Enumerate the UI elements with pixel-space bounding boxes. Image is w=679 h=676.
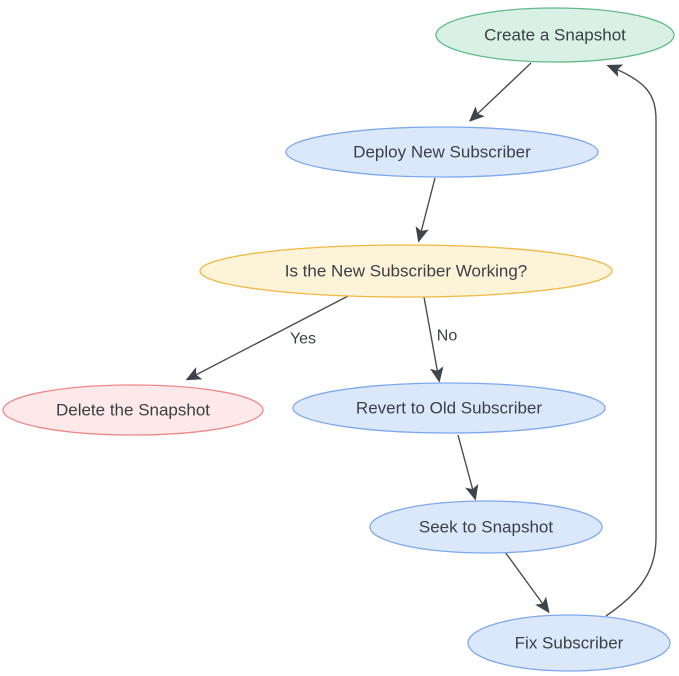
edge-fix-to-create (605, 64, 657, 617)
node-deploy-new-subscriber-label: Deploy New Subscriber (353, 143, 531, 162)
edge-labels: Yes No (290, 328, 457, 348)
node-seek-to-snapshot-label: Seek to Snapshot (419, 518, 553, 537)
node-fix-subscriber-label: Fix Subscriber (515, 634, 624, 653)
node-deploy-new-subscriber: Deploy New Subscriber (285, 126, 599, 178)
node-seek-to-snapshot-shape (369, 500, 603, 554)
edge-working-to-delete (185, 294, 351, 381)
node-create-snapshot-label: Create a Snapshot (484, 26, 626, 45)
node-revert-to-old-subscriber: Revert to Old Subscriber (292, 382, 606, 434)
edge-deploy-to-working (415, 177, 436, 243)
edge-seek-to-fix (504, 551, 550, 614)
edges (185, 62, 657, 617)
edge-label-no: No (437, 328, 458, 345)
edge-create-to-deploy (468, 62, 532, 122)
node-delete-the-snapshot: Delete the Snapshot (2, 384, 264, 436)
node-seek-to-snapshot: Seek to Snapshot (369, 500, 603, 554)
node-create-snapshot-shape (435, 7, 675, 63)
edge-working-to-revert (423, 296, 444, 383)
node-is-new-subscriber-working-label: Is the New Subscriber Working? (285, 262, 528, 281)
node-delete-the-snapshot-label: Delete the Snapshot (56, 401, 210, 420)
node-deploy-new-subscriber-shape (285, 126, 599, 178)
node-create-snapshot: Create a Snapshot (435, 7, 675, 63)
node-delete-the-snapshot-shape (2, 384, 264, 436)
node-revert-to-old-subscriber-shape (292, 382, 606, 434)
edge-revert-to-seek (457, 434, 479, 501)
node-fix-subscriber: Fix Subscriber (467, 614, 671, 672)
node-is-new-subscriber-working-shape (199, 244, 613, 298)
node-fix-subscriber-shape (467, 614, 671, 672)
edge-label-yes: Yes (290, 331, 316, 348)
node-is-new-subscriber-working: Is the New Subscriber Working? (199, 244, 613, 298)
node-revert-to-old-subscriber-label: Revert to Old Subscriber (356, 399, 542, 418)
